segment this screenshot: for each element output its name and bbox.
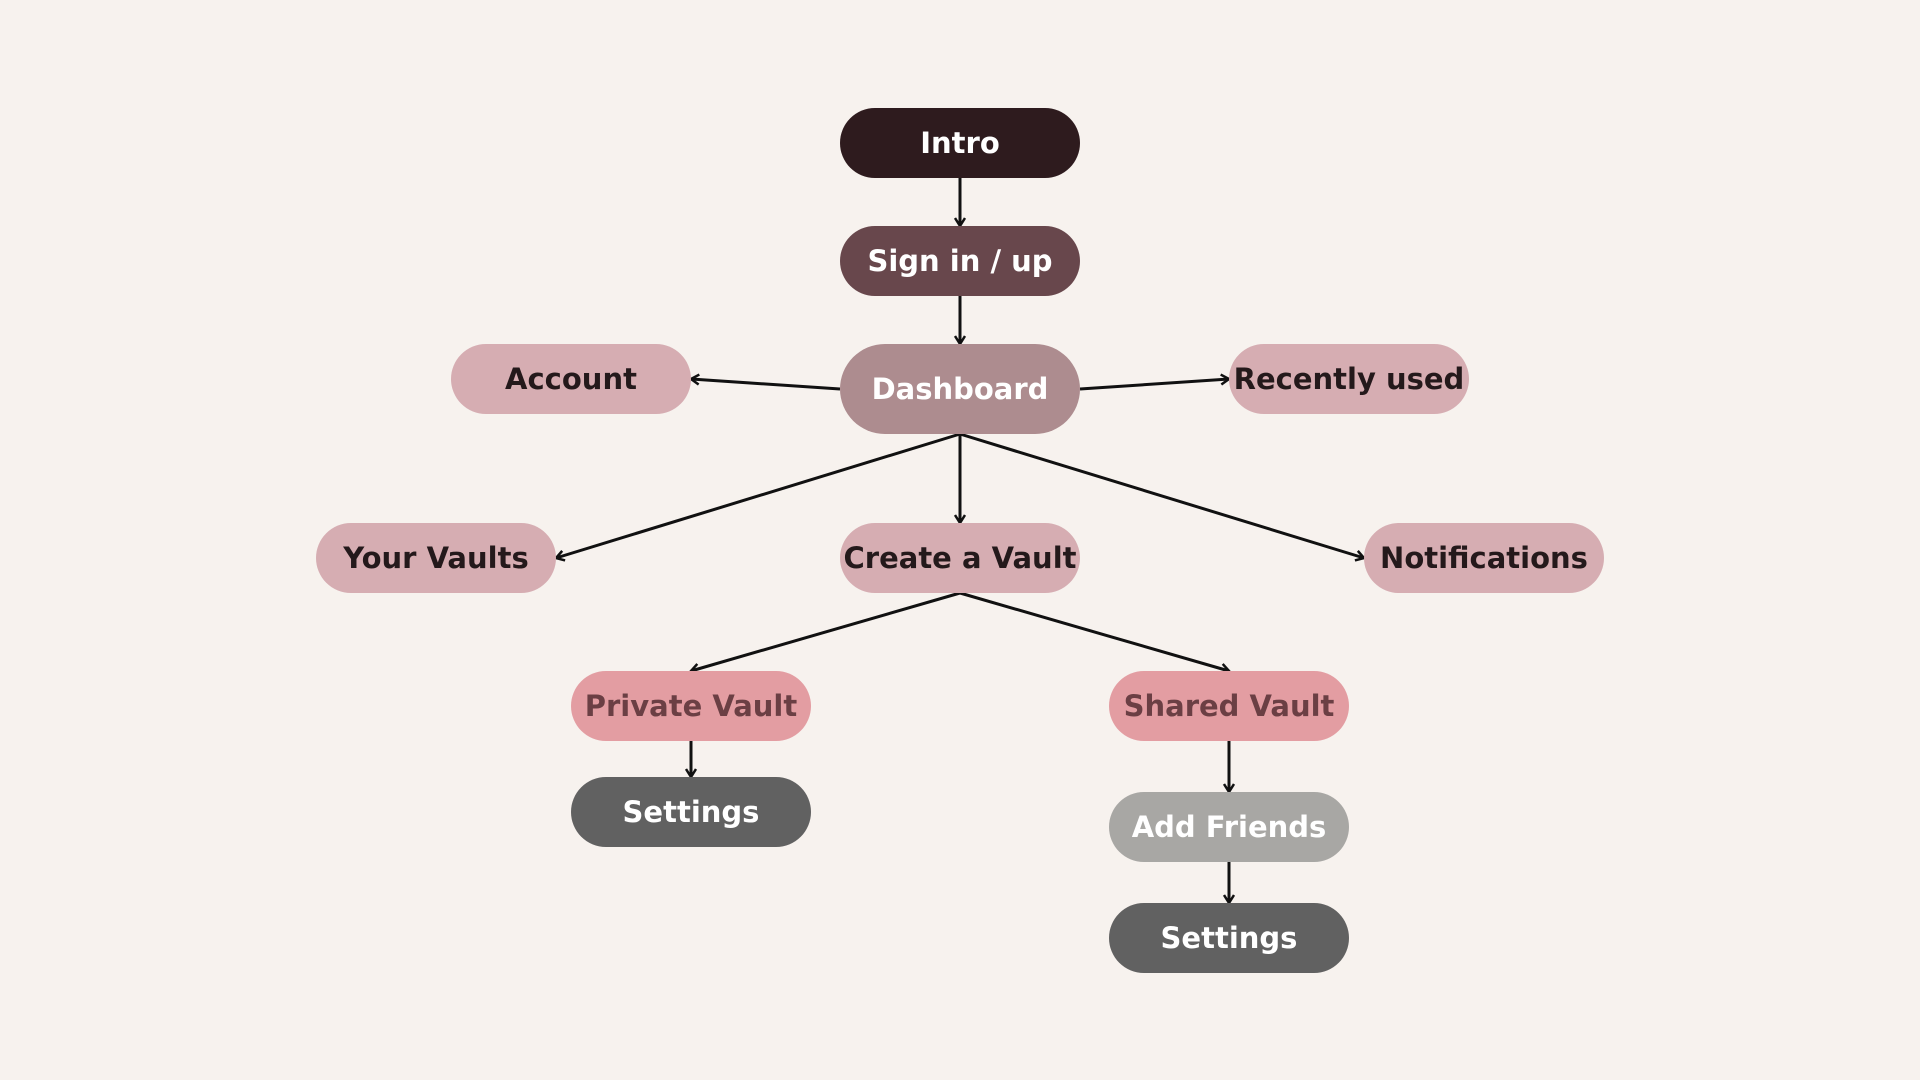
private-settings-node: Settings xyxy=(571,777,811,847)
arrow-dashboard-to-recently-used xyxy=(1079,379,1229,391)
arrow-create-vault-to-private-vault xyxy=(691,591,961,671)
recently-used-node: Recently used xyxy=(1229,344,1469,414)
dashboard-node: Dashboard xyxy=(840,344,1080,434)
arrow-create-vault-to-shared-vault xyxy=(959,591,1229,671)
intro-node: Intro xyxy=(840,108,1080,178)
sign-in-up-node: Sign in / up xyxy=(840,226,1080,296)
add-friends-node: Add Friends xyxy=(1109,792,1349,862)
private-vault-node: Private Vault xyxy=(571,671,811,741)
arrow-dashboard-to-account xyxy=(691,379,841,391)
notifications-node: Notifications xyxy=(1364,523,1604,593)
account-node: Account xyxy=(451,344,691,414)
your-vaults-node: Your Vaults xyxy=(316,523,556,593)
shared-settings-node: Settings xyxy=(1109,903,1349,973)
shared-vault-node: Shared Vault xyxy=(1109,671,1349,741)
create-a-vault-node: Create a Vault xyxy=(840,523,1080,593)
